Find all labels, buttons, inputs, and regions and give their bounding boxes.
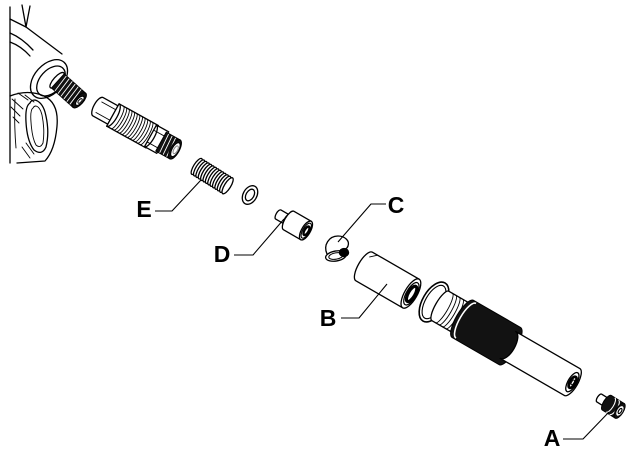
boss-top-edge [25, 26, 63, 55]
fitting-ridge-1 [605, 397, 617, 413]
thread-highlight-6 [69, 89, 82, 105]
part-equipment-body [9, 4, 87, 164]
thread-highlight-2 [57, 78, 70, 94]
body-lower-outline [9, 91, 58, 164]
callout-label-a: A [544, 425, 561, 451]
tip-highlight-1 [159, 133, 169, 153]
part-valve-cartridge [91, 96, 182, 160]
boss-lower-curve [9, 41, 31, 57]
piston-notch [369, 254, 379, 258]
boss-left-curve [9, 32, 34, 51]
clip-dark-end [338, 247, 350, 258]
washer-inner [244, 188, 256, 202]
piston-bore [404, 284, 419, 304]
part-washer [241, 185, 259, 205]
body-slot-inner [30, 105, 45, 148]
thread-highlight-3 [60, 81, 73, 97]
thread-highlight-1 [54, 75, 67, 92]
coil [221, 177, 234, 195]
thread-bore-inner [77, 98, 83, 104]
part-piston-cylinder [353, 251, 422, 309]
callout-label-e: E [136, 196, 151, 222]
part-grease-fitting [595, 393, 626, 419]
callout-leader-e [155, 179, 202, 212]
tip-highlight-2 [162, 135, 173, 155]
callouts: E D C B A [136, 179, 610, 451]
body-hatching [10, 92, 35, 159]
thread-highlight-5 [66, 86, 79, 102]
callout-leader-a [563, 411, 610, 440]
part-valve-seat [274, 209, 314, 241]
cartridge-head-facet-bottom [95, 112, 111, 121]
part-barrel-assembly [430, 290, 582, 397]
seat-bore [302, 225, 311, 237]
cartridge-bore-inner [172, 145, 179, 155]
body-top-diagonal [9, 18, 27, 28]
barrel-bore-inner [570, 379, 575, 386]
callout-leader-c [337, 203, 386, 243]
body-lower-wall [14, 98, 17, 149]
inlet-thread [50, 73, 87, 109]
callout-label-c: C [388, 192, 405, 218]
cartridge-hex-collar [143, 124, 170, 155]
fitting-center-hole [617, 407, 623, 415]
collar-left-arc [143, 124, 159, 148]
barrel-tube [499, 330, 582, 397]
callout-label-d: D [214, 241, 231, 267]
part-spring [190, 157, 234, 195]
body-slot-outer [25, 99, 49, 154]
thread-highlight-4 [63, 83, 76, 100]
grip-band-highlight [453, 302, 477, 339]
callout-leader-d [234, 218, 285, 256]
part-retaining-clip [324, 235, 350, 262]
callout-label-b: B [320, 305, 337, 331]
body-fin [21, 4, 31, 28]
callout-leader-b [341, 283, 388, 319]
cartridge-head-facet-top [101, 101, 117, 111]
